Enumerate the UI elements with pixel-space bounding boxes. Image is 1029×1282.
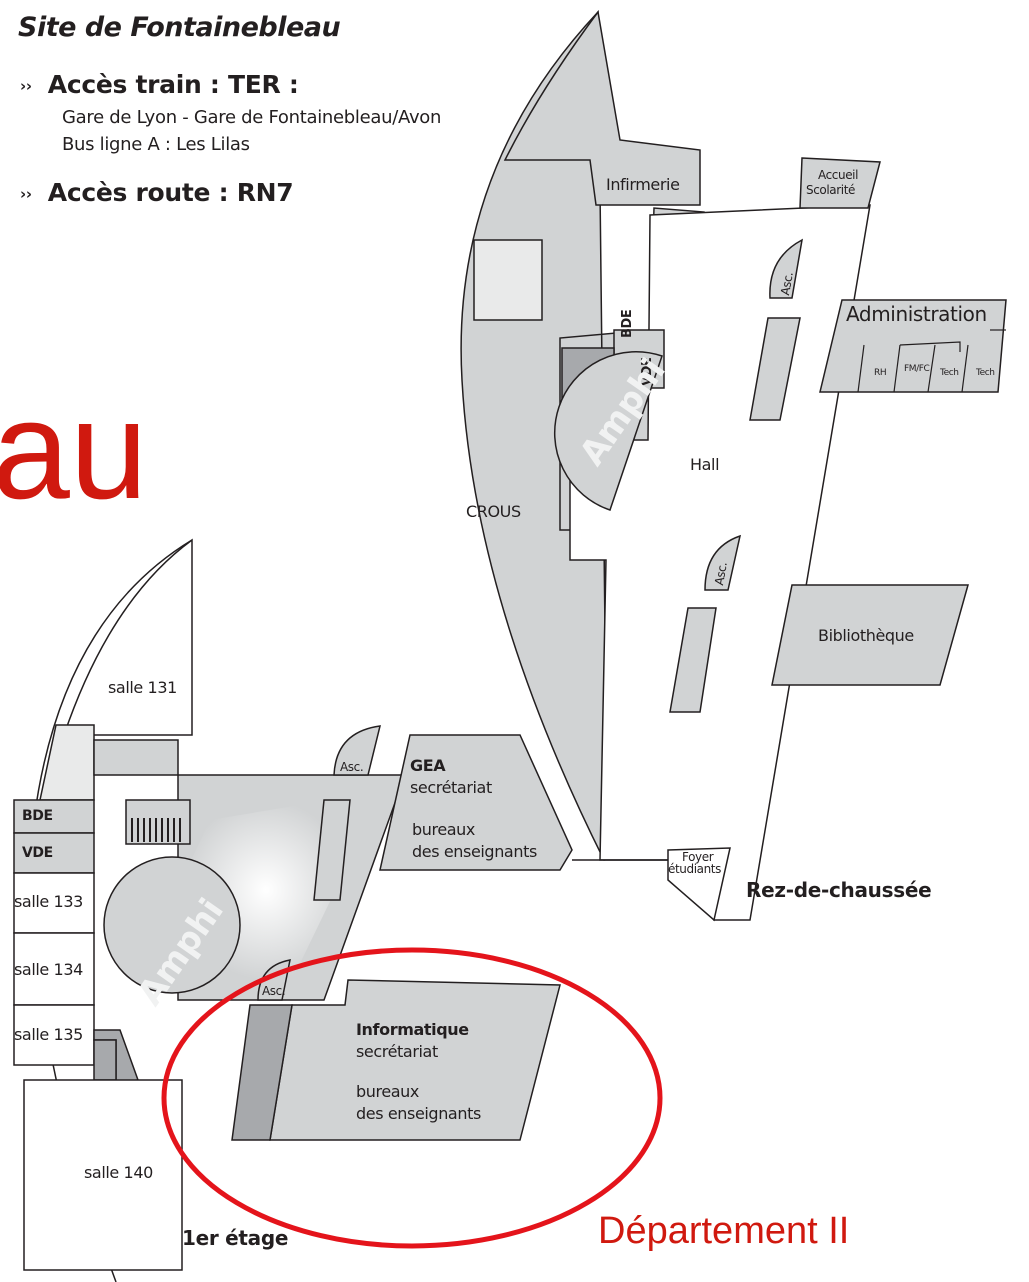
label-admin-tech-2: Tech — [976, 368, 995, 378]
road-access: ›› Accès route : RN7 — [20, 178, 294, 207]
label-info-title: Informatique — [356, 1020, 469, 1039]
first-column-1 — [313, 799, 351, 901]
label-hall: Hall — [690, 455, 720, 474]
train-line-1: Gare de Lyon - Gare de Fontainebleau/Avo… — [62, 107, 442, 128]
light-room-top — [473, 239, 543, 321]
label-admin-fmfc: FM/FC — [904, 364, 930, 374]
infirmerie-room — [503, 10, 701, 206]
label-accueil-2: Scolarité — [806, 183, 855, 197]
train-line-2: Bus ligne A : Les Lilas — [62, 134, 250, 155]
ground-asc-top — [769, 238, 803, 299]
label-infirmerie: Infirmerie — [606, 175, 680, 194]
site-title: Site de Fontainebleau — [18, 12, 341, 43]
train-label: Accès train : TER : — [47, 70, 299, 99]
label-ground-floor: Rez-de-chaussée — [746, 878, 932, 902]
salle-133 — [13, 872, 95, 934]
light-room-left — [39, 724, 95, 801]
salle-134 — [13, 932, 95, 1006]
label-first-vde: VDE — [22, 845, 53, 861]
label-salle-134: salle 134 — [14, 960, 83, 979]
label-first-bde: BDE — [22, 808, 53, 824]
ground-asc-mid — [704, 534, 742, 591]
label-foyer-1: Foyer — [682, 850, 714, 864]
arrow-icon: ›› — [20, 77, 32, 95]
label-info-2: bureaux — [356, 1082, 419, 1101]
label-first-asc-2: Asc. — [262, 984, 286, 998]
label-salle-140: salle 140 — [84, 1163, 153, 1182]
first-asc-top — [333, 725, 381, 776]
label-crous: CROUS — [466, 502, 521, 521]
road-label: Accès route : RN7 — [47, 178, 294, 207]
administration-block — [819, 299, 1007, 393]
salle-131 — [62, 538, 193, 736]
ground-floor-plan — [460, 10, 1007, 922]
slide-big-text: au — [0, 371, 148, 528]
label-ground-bde: BDE — [620, 309, 635, 338]
label-salle-135: salle 135 — [14, 1025, 83, 1044]
label-info-3: des enseignants — [356, 1104, 481, 1123]
info-dark-strip — [231, 1004, 293, 1141]
train-access: ›› Accès train : TER : — [20, 70, 299, 99]
first-dark-block — [93, 1039, 117, 1081]
label-gea-2: bureaux — [412, 820, 475, 839]
label-first-asc-1: Asc. — [340, 760, 364, 774]
vde-room — [13, 832, 95, 874]
label-salle-133: salle 133 — [14, 892, 83, 911]
label-administration: Administration — [846, 302, 987, 326]
label-salle-131: salle 131 — [108, 678, 177, 697]
first-floor-plan — [13, 538, 668, 1282]
label-accueil-1: Accueil — [818, 168, 859, 182]
label-foyer-2: étudiants — [668, 862, 721, 876]
ground-amphi — [554, 351, 663, 511]
foyer-room — [667, 847, 731, 922]
bibliotheque-room — [771, 584, 969, 686]
label-gea-3: des enseignants — [412, 842, 537, 861]
ground-column-2 — [669, 607, 717, 713]
first-amphi — [103, 856, 241, 994]
label-admin-tech-1: Tech — [940, 368, 959, 378]
label-admin-rh: RH — [874, 368, 887, 378]
highlight-ellipse — [161, 947, 663, 1249]
arrow-icon: ›› — [20, 185, 32, 203]
department-text: Département II — [598, 1210, 850, 1252]
label-info-1: secrétariat — [356, 1042, 438, 1061]
label-first-floor: 1er étage — [182, 1226, 289, 1250]
label-gea-title: GEA — [410, 756, 446, 775]
salle-140 — [23, 1079, 183, 1271]
gea-block — [379, 734, 573, 871]
ground-column-1 — [749, 317, 801, 421]
accueil-room — [799, 157, 881, 209]
label-bibliotheque: Bibliothèque — [818, 626, 914, 645]
label-gea-1: secrétariat — [410, 778, 492, 797]
